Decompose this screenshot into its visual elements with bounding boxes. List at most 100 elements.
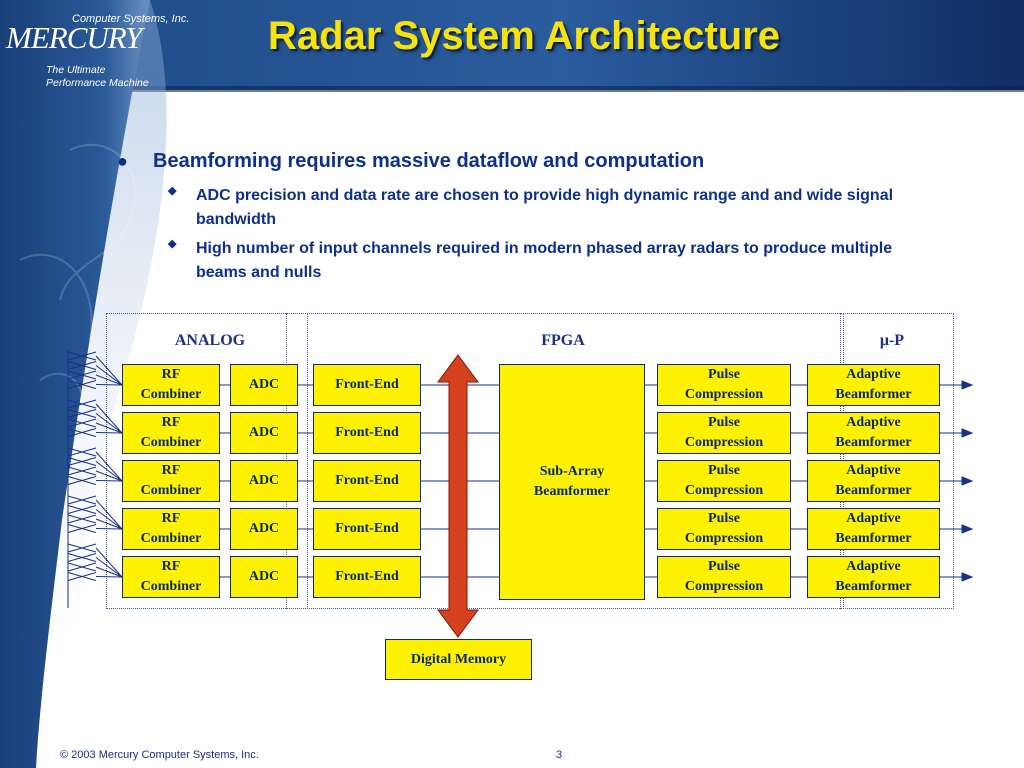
bullet-main: Beamforming requires massive dataflow an… [153, 150, 705, 172]
adc-box: ADC [230, 556, 298, 598]
antenna-feed-line [95, 470, 123, 482]
pulse-compression-box-line2: Compression [684, 387, 764, 402]
adaptive-beamformer-box-line2: Beamformer [835, 435, 912, 450]
front-end-box: Front-End [313, 412, 421, 454]
adaptive-beamformer-box-line2: Beamformer [835, 579, 912, 594]
antenna-fan-line [67, 514, 97, 524]
antenna-fan-line [67, 361, 97, 370]
sub-array-beamformer-box: Sub-Array Beamformer [499, 364, 645, 600]
antenna-fan-line [67, 562, 97, 572]
bullet-sub-2: High number of input channels required i… [196, 240, 893, 281]
antenna-fan-line [67, 476, 97, 485]
antenna-feed-line [95, 576, 123, 578]
antenna-feed-line [95, 451, 123, 482]
logo-tagline-line2: Performance Machine [46, 77, 149, 89]
adaptive-beamformer-box-line1: Adaptive [846, 559, 901, 574]
output-arrow-icon [961, 428, 974, 438]
pulse-compression-box-line1: Pulse [708, 559, 740, 574]
antenna-feed-line [95, 509, 123, 530]
antenna-fan-line [67, 418, 97, 428]
sub-array-line1: Sub-Array [539, 464, 605, 479]
antenna-fan-line [67, 380, 97, 389]
adaptive-beamformer-box-line1: Adaptive [846, 511, 901, 526]
rf-combiner-box-line2: Combiner [140, 435, 202, 450]
rf-combiner-box-line2: Combiner [140, 483, 202, 498]
adaptive-beamformer-box-line1: Adaptive [846, 367, 901, 382]
front-end-box: Front-End [313, 508, 421, 550]
sub-array-line2: Beamformer [533, 484, 611, 499]
rf-combiner-box-line1: RF [161, 463, 181, 478]
footer-page-number: 3 [556, 749, 563, 761]
rf-combiner-box-line1: RF [161, 559, 181, 574]
adaptive-beamformer-box-line1: Adaptive [846, 415, 901, 430]
antenna-feed-line [95, 365, 123, 386]
antenna-fan-line [67, 543, 97, 553]
logo-tagline: The Ultimate Performance Machine [46, 64, 149, 90]
pulse-compression-box-line2: Compression [684, 435, 764, 450]
diamond-bullet-icon: ◆ [168, 238, 177, 250]
logo-wordmark: MERCURY [6, 20, 142, 55]
pulse-compression-box-line2: Compression [684, 483, 764, 498]
rf-combiner-box-line1: RF [161, 367, 181, 382]
adaptive-beamformer-box-line2: Beamformer [835, 531, 912, 546]
antenna-feed-line [95, 432, 123, 434]
antenna-feed-line [95, 384, 123, 386]
diamond-bullet-icon: ◆ [168, 185, 177, 197]
adaptive-beamformer-box-line2: Beamformer [835, 387, 912, 402]
digital-memory-box: Digital Memory [385, 639, 532, 680]
output-arrow-icon [961, 572, 974, 582]
antenna-feed-line [95, 413, 123, 434]
antenna-fan-line [67, 495, 97, 505]
logo-company-name: Computer Systems, Inc. [72, 13, 190, 25]
page-title: Radar System Architecture [268, 14, 781, 58]
antenna-fan-line [67, 505, 97, 514]
adc-box-line1: ADC [248, 377, 280, 392]
antenna-feed-line [95, 480, 123, 482]
antenna-fan-line [67, 447, 97, 457]
antenna-feed-line [95, 422, 123, 434]
output-arrow-icon [961, 524, 974, 534]
pulse-compression-box-line1: Pulse [708, 415, 740, 430]
antenna-fan-line [67, 399, 97, 409]
rf-combiner-box-line2: Combiner [140, 387, 202, 402]
front-end-box: Front-End [313, 556, 421, 598]
front-end-box: Front-End [313, 460, 421, 502]
pulse-compression-box-line1: Pulse [708, 463, 740, 478]
antenna-feed-line [95, 528, 123, 530]
front-end-box: Front-End [313, 364, 421, 406]
adc-box-line1: ADC [248, 425, 280, 440]
antenna-feed-line [95, 374, 123, 386]
adc-box-line1: ADC [248, 473, 280, 488]
footer-copyright: © 2003 Mercury Computer Systems, Inc. [60, 749, 259, 761]
pulse-compression-box-line2: Compression [684, 579, 764, 594]
antenna-feed-line [95, 461, 123, 482]
antenna-fan-line [67, 572, 97, 581]
antenna-fan-line [67, 457, 97, 466]
logo-tagline-line1: The Ultimate [46, 64, 106, 76]
bullet-dot-icon: ● [117, 151, 128, 171]
memory-bus-arrow [437, 354, 479, 638]
pulse-compression-box-line2: Compression [684, 531, 764, 546]
antenna-feed-line [95, 547, 123, 578]
antenna-fan-line [67, 370, 97, 380]
front-end-box-line1: Front-End [335, 521, 399, 536]
region-label-mp: μ-P [879, 332, 905, 349]
output-arrow-icon [961, 380, 974, 390]
antenna-fan-line [67, 351, 97, 361]
rf-combiner-box-line2: Combiner [140, 531, 202, 546]
adc-box: ADC [230, 460, 298, 502]
adaptive-beamformer-box-line1: Adaptive [846, 463, 901, 478]
pulse-compression-box-line1: Pulse [708, 511, 740, 526]
